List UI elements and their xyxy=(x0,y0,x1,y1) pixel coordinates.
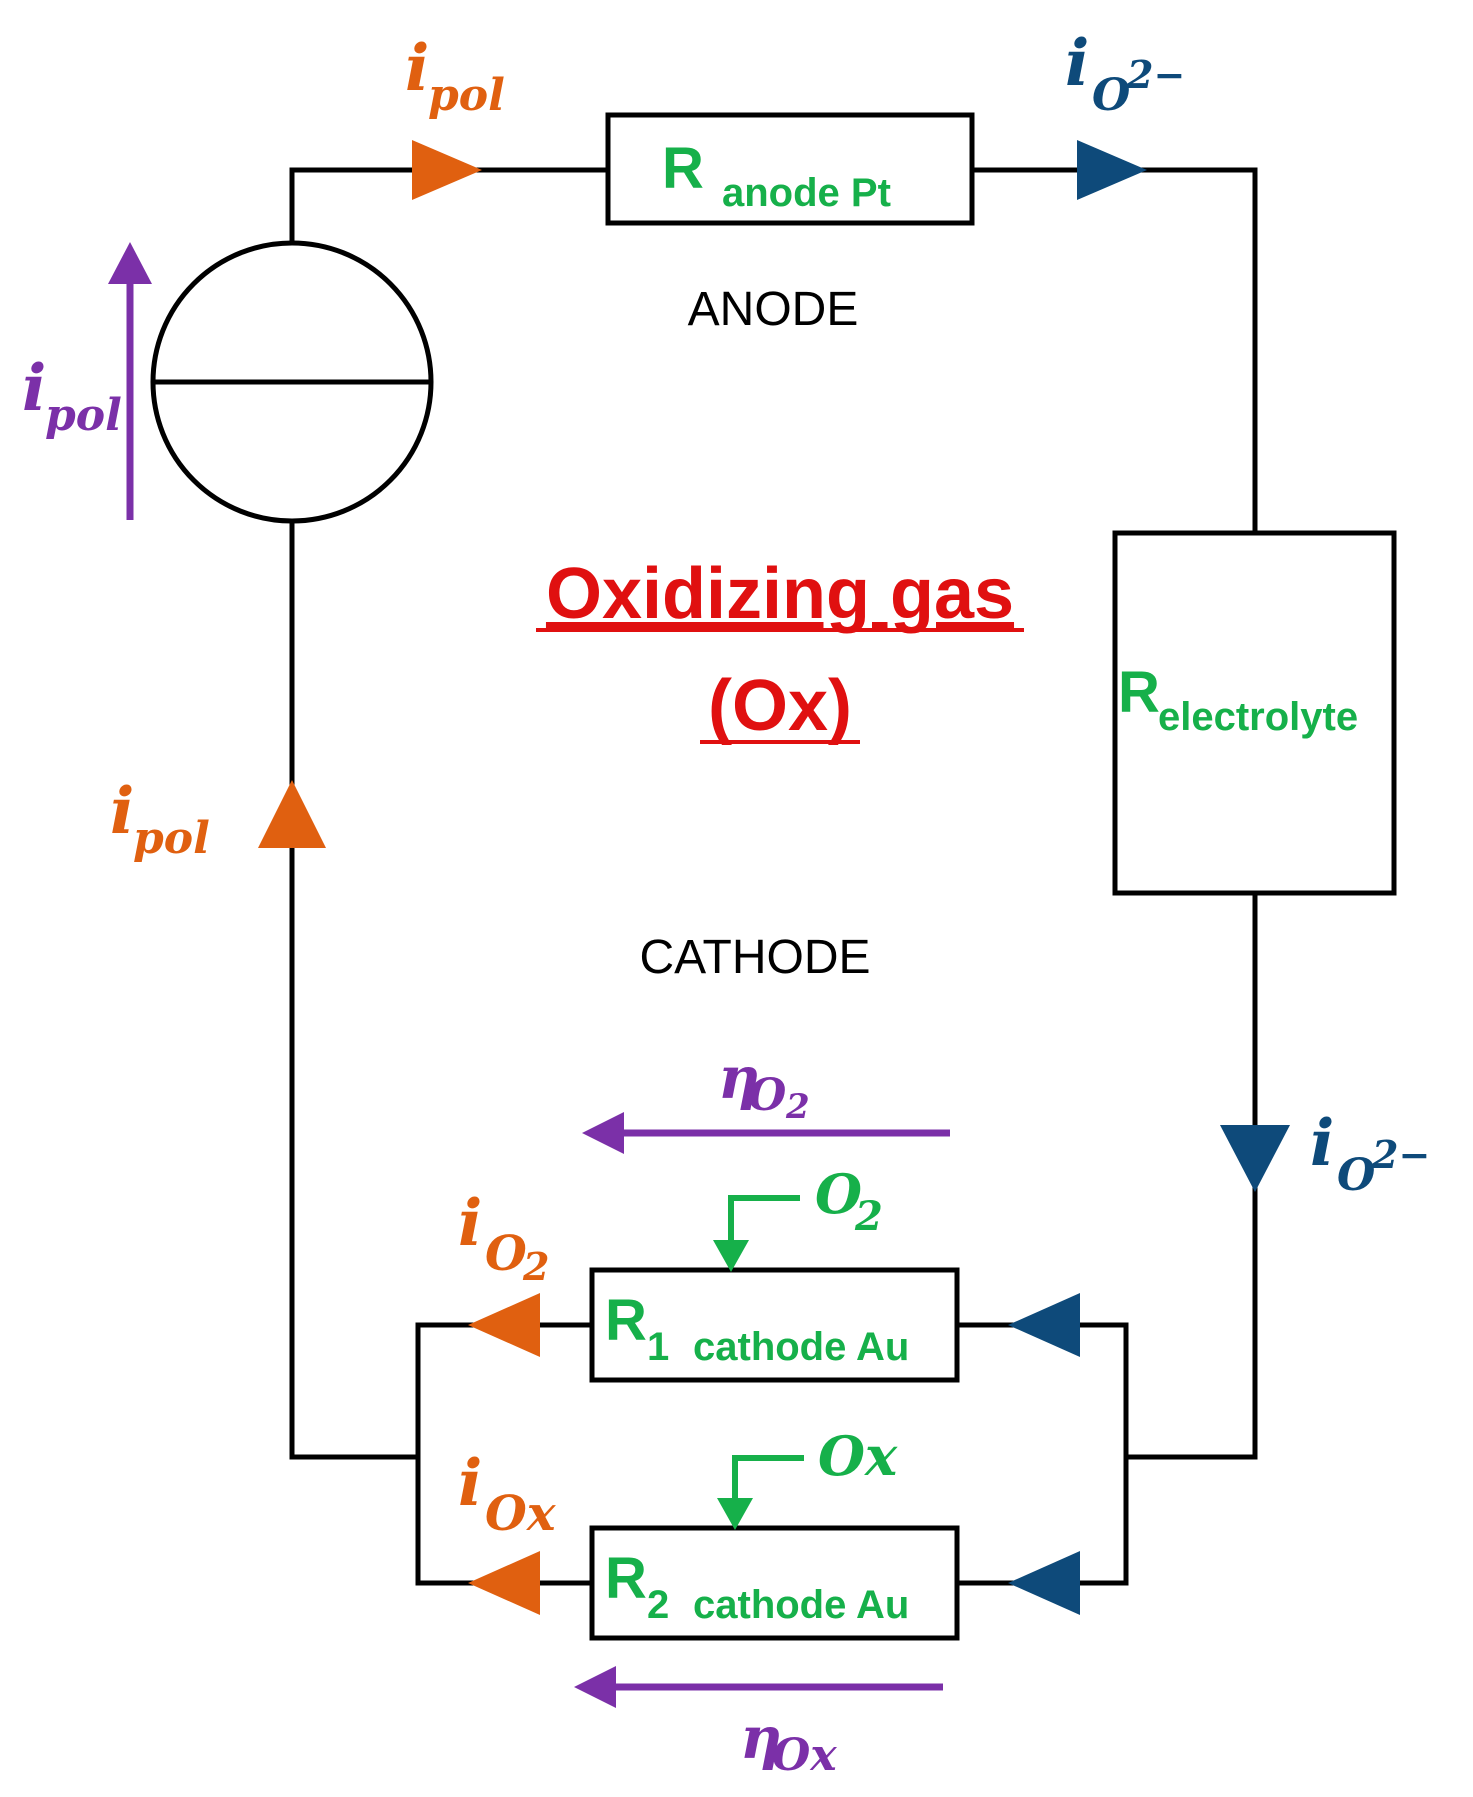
gas-title-line2: (Ox) xyxy=(708,666,852,746)
io2minus-top-label: i O 2− xyxy=(1065,26,1185,121)
ipol-left-arrowhead xyxy=(258,780,326,848)
io2minus-top-arrowhead xyxy=(1077,140,1147,200)
eta-o2-label: η O 2 xyxy=(718,1044,810,1127)
resistor-electrolyte-label: R electrolyte xyxy=(1118,660,1358,739)
wire-top xyxy=(289,167,611,246)
ipol-top-label: i pol xyxy=(405,31,505,121)
wire-branch-left xyxy=(415,1322,595,1586)
wire-branch-right xyxy=(954,1322,1129,1586)
resistor-anode-label: R anode Pt xyxy=(662,136,891,215)
r2-inflow-arrowhead xyxy=(1008,1551,1080,1615)
io2minus-right-arrowhead xyxy=(1220,1125,1290,1192)
ipol-left-orange-label: i pol xyxy=(110,774,210,864)
resistor-r2-box xyxy=(589,1525,960,1641)
o2-species-label: O 2 xyxy=(815,1162,883,1240)
r1-inflow-arrowhead xyxy=(1008,1293,1080,1357)
ox-species-label: Ox xyxy=(818,1424,898,1488)
resistor-electrolyte-box xyxy=(1112,530,1397,896)
anode-label: ANODE xyxy=(688,283,859,336)
io2-arrowhead xyxy=(468,1293,540,1357)
current-source xyxy=(150,240,434,524)
gas-title-line1: Oxidizing gas xyxy=(546,554,1014,634)
eta-ox-arrow xyxy=(574,1666,943,1708)
wire-left xyxy=(289,517,421,1460)
resistor-r2-label: R 2 cathode Au xyxy=(605,1546,909,1627)
cathode-label: CATHODE xyxy=(639,931,870,984)
resistor-r1-box xyxy=(589,1267,960,1383)
iox-label: i Ox xyxy=(458,1446,557,1542)
iox-arrowhead xyxy=(468,1551,540,1615)
io2-label: i O 2 xyxy=(458,1186,549,1289)
ipol-left-purple-label: i pol xyxy=(22,351,122,441)
o2-gas-arrow xyxy=(713,1195,800,1272)
eta-o2-arrow xyxy=(582,1112,950,1154)
ox-gas-arrow xyxy=(717,1455,804,1530)
ipol-top-arrowhead xyxy=(412,140,482,200)
ipol-vertical-arrow xyxy=(108,242,152,520)
resistor-r1-label: R 1 cathode Au xyxy=(605,1288,909,1369)
resistor-anode-box xyxy=(605,112,975,226)
eta-ox-label: η Ox xyxy=(740,1704,837,1781)
io2minus-right-label: i O 2− xyxy=(1310,1106,1430,1201)
wire-right-lower xyxy=(1123,890,1258,1460)
